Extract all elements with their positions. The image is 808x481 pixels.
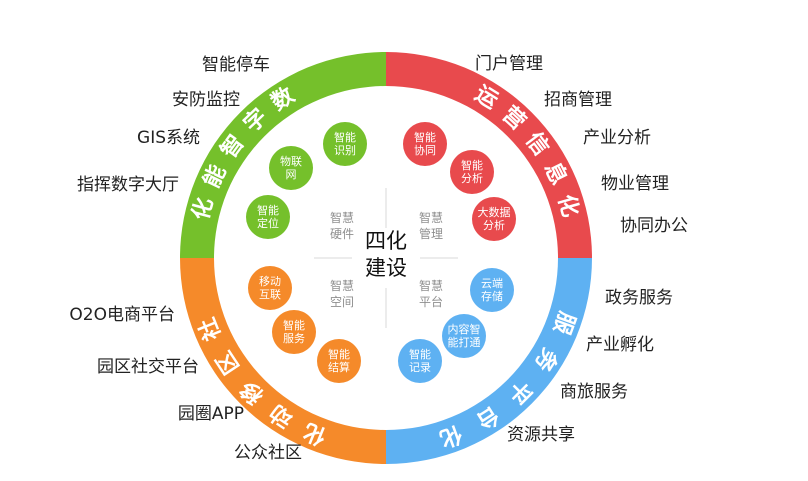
bubble-text: 大数据: [477, 206, 511, 219]
bubble-text: 智能: [414, 131, 436, 144]
bubble-text: 分析: [483, 219, 505, 232]
ring-segment-community: [180, 258, 386, 464]
bubble-text: 协同: [414, 144, 436, 157]
quad-label-space: 智慧 空间: [322, 278, 362, 310]
outer-label-smart-parking: 智能停车: [202, 55, 270, 75]
bubble-content-connect: 内容智 能打通: [442, 314, 486, 358]
bubble-text: 物联: [280, 155, 302, 168]
outer-label-resource-sharing: 资源共享: [507, 425, 575, 445]
quad-label-management: 智慧 管理: [411, 210, 451, 242]
outer-label-government-service: 政务服务: [605, 288, 673, 308]
outer-label-circle-app: 园圈APP: [177, 404, 244, 424]
bubble-text: 移动: [259, 275, 281, 288]
bubble-text: 智能: [283, 319, 305, 332]
center-title-line-2: 建设: [365, 256, 407, 280]
bubble-smart-service: 智能 服务: [272, 310, 316, 354]
outer-label-business-travel: 商旅服务: [560, 382, 628, 402]
ring-segment-operation: [386, 52, 592, 258]
bubble-iot: 物联 网: [269, 146, 313, 190]
bubble-smart-positioning: 智能 定位: [246, 195, 290, 239]
outer-label-gis-system: GIS系统: [137, 128, 200, 148]
quad-label-platform: 智慧 平台: [411, 278, 451, 310]
outer-label-investment-management: 招商管理: [544, 90, 612, 110]
quad-label-line: 管理: [418, 227, 443, 241]
bubble-text: 智能: [257, 204, 279, 217]
outer-label-o2o-platform: O2O电商平台: [69, 305, 175, 325]
bubble-text: 存储: [481, 290, 503, 303]
center-title-line-1: 四化: [365, 229, 407, 253]
bubble-text: 记录: [409, 361, 431, 374]
bubble-cloud-storage: 云端 存储: [470, 268, 514, 312]
outer-label-public-community: 公众社区: [234, 443, 302, 463]
outer-label-collaborative-office: 协同办公: [620, 216, 688, 236]
bubble-big-data-analysis: 大数据 分析: [472, 197, 516, 241]
bubble-text: 能打通: [447, 336, 481, 349]
bubble-text: 内容智: [447, 323, 481, 336]
bubble-smart-collaboration: 智能 协同: [403, 122, 447, 166]
ring-segment-digital: [180, 52, 386, 258]
bubble-text: 网: [285, 168, 297, 181]
bubble-smart-analysis: 智能 分析: [450, 150, 494, 194]
quad-label-hardware: 智慧 硬件: [322, 210, 362, 242]
bubble-text: 云端: [481, 277, 503, 290]
quad-label-line: 空间: [329, 295, 354, 309]
outer-label-command-hall: 指挥数字大厅: [77, 175, 179, 195]
quad-label-line: 硬件: [329, 227, 354, 241]
outer-label-property-management: 物业管理: [601, 174, 669, 194]
quad-label-line: 智慧: [329, 279, 354, 293]
bubble-smart-record: 智能 记录: [398, 339, 442, 383]
outer-label-industry-incubation: 产业孵化: [586, 335, 654, 355]
bubble-text: 智能: [409, 348, 431, 361]
outer-label-security-monitoring: 安防监控: [172, 90, 240, 110]
quad-label-line: 智慧: [418, 211, 443, 225]
bubble-smart-settlement: 智能 结算: [317, 339, 361, 383]
bubble-text: 智能: [461, 159, 483, 172]
bubble-text: 分析: [461, 172, 483, 185]
bubble-text: 智能: [328, 348, 350, 361]
quad-label-line: 智慧: [418, 279, 443, 293]
outer-label-social-platform: 园区社交平台: [97, 357, 199, 377]
bubble-text: 服务: [283, 332, 305, 345]
bubble-text: 结算: [328, 361, 350, 374]
bubble-smart-recognition: 智能 识别: [323, 122, 367, 166]
outer-label-industry-analysis: 产业分析: [583, 128, 651, 148]
bubble-text: 智能: [334, 131, 356, 144]
outer-label-portal-management: 门户管理: [475, 54, 543, 74]
bubble-text: 定位: [257, 217, 279, 230]
bubble-text: 识别: [334, 144, 356, 157]
bubble-mobile-connect: 移动 互联: [248, 266, 292, 310]
ring-segment-service: [386, 258, 592, 464]
center-title: 四化 建设: [356, 228, 416, 282]
bubble-text: 互联: [259, 288, 281, 301]
quad-label-line: 智慧: [329, 211, 354, 225]
quad-label-line: 平台: [418, 295, 443, 309]
